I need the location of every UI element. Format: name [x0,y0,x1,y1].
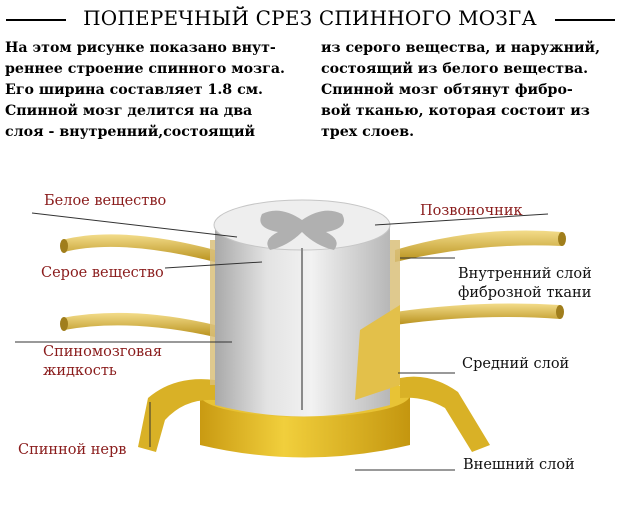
spinal-nerve-left [138,379,215,452]
label-csf: Спиномозговая жидкость [43,344,163,379]
label-inner-layer: Внутренний слой фиброзной ткани [458,266,592,301]
title-rule-left [6,19,66,21]
gray-matter-shape [260,210,344,250]
spinal-nerve-right [400,376,490,452]
intro-text-right: из серого вещества, и наружний, состоящи… [321,40,601,140]
label-spinal-nerve: Спинной нерв [18,442,127,458]
intro-text-left: На этом рисунке показано внут- реннее ст… [5,40,285,140]
page-title: ПОПЕРЕЧНЫЙ СРЕЗ СПИННОГО МОЗГА [83,6,537,30]
leader-lines [15,212,549,471]
title-rule-right [555,19,615,21]
nerve-roots-left [60,234,215,337]
label-middle-layer: Средний слой [462,356,570,372]
label-spine: Позвоночник [420,203,523,219]
label-white-matter: Белое вещество [44,193,167,209]
label-gray-matter: Серое вещество [41,265,164,281]
page-title-bar: ПОПЕРЕЧНЫЙ СРЕЗ СПИННОГО МОЗГА [0,6,620,32]
nerve-roots-right [395,230,566,325]
label-outer-layer: Внешний слой [463,457,575,473]
